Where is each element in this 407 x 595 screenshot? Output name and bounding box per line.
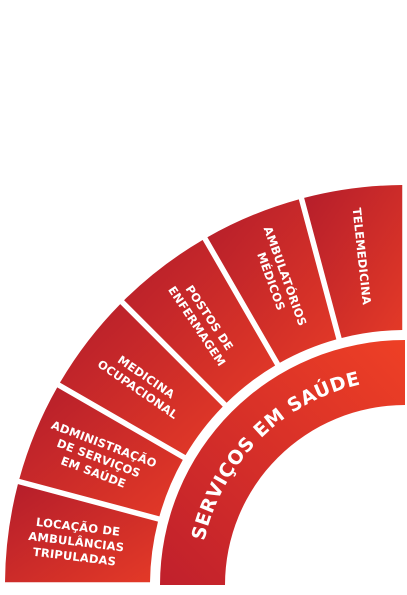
segment-ambulatorios <box>207 199 337 363</box>
inner-band <box>160 340 405 585</box>
segment-telemedicina <box>304 185 403 338</box>
segment-administracao <box>19 387 183 517</box>
segment-postos <box>124 239 276 403</box>
segment-medicina-ocupacional <box>59 304 223 456</box>
segment-locacao <box>5 484 158 583</box>
segments-layer <box>5 185 403 583</box>
